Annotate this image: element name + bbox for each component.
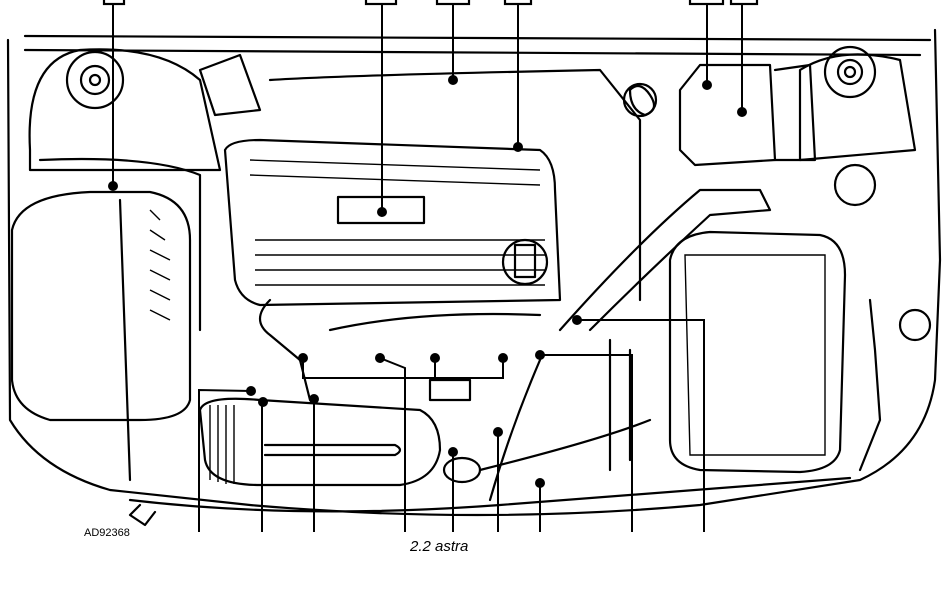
intake-duct — [198, 397, 442, 487]
body-outline — [6, 28, 942, 517]
coolant-reservoir — [668, 230, 847, 474]
right-strut-tower — [798, 45, 917, 207]
cam-cover — [223, 138, 562, 307]
hoses — [38, 53, 932, 527]
fuse-box — [678, 63, 817, 167]
left-strut-tower — [28, 48, 222, 172]
callout-leaders — [112, 4, 743, 532]
figure-caption: 2.2 astra — [410, 538, 469, 555]
callout-dots — [108, 75, 747, 488]
figure-code: AD92368 — [84, 527, 130, 539]
air-filter-housing — [10, 190, 192, 422]
callout-boxes-top — [102, 0, 759, 6]
bulkhead — [23, 34, 932, 57]
